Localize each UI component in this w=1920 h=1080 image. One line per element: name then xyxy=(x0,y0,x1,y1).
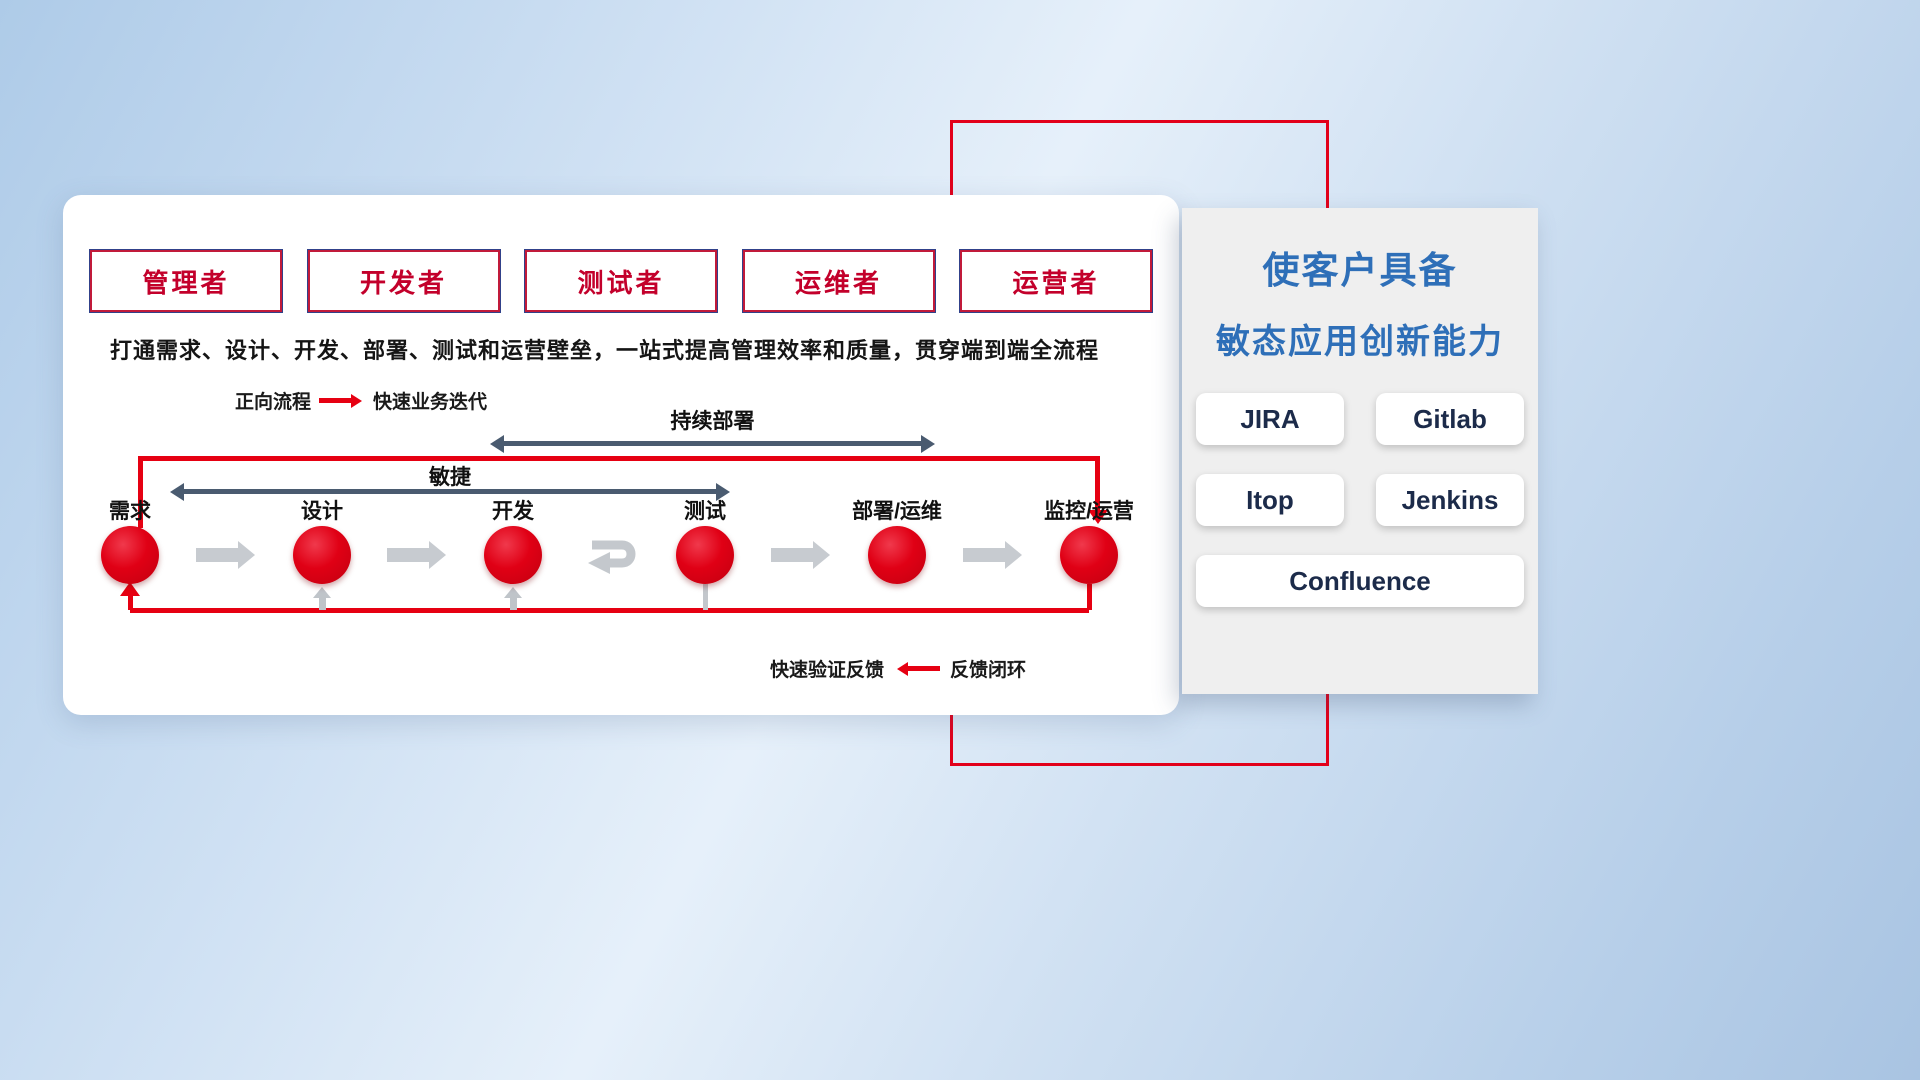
agile-arrow-icon xyxy=(184,489,716,494)
feedback-loop-right-stub xyxy=(1087,584,1092,610)
role-row: 管理者 开发者 测试者 运维者 运营者 xyxy=(89,249,1153,313)
feedback-up-arrow-icon xyxy=(319,598,326,610)
step-node-deploy-ops xyxy=(868,526,926,584)
feedback-loop-right-drop xyxy=(1095,456,1100,511)
devops-process-card: 管理者 开发者 测试者 运维者 运营者 打通需求、设计、开发、部署、测试和运营壁… xyxy=(63,195,1179,715)
tool-grid: JIRA Gitlab Itop Jenkins Confluence xyxy=(1196,393,1524,607)
step-label-requirements: 需求 xyxy=(109,500,151,523)
testing-feedback-connector xyxy=(703,584,708,610)
feedback-loop-left-riser xyxy=(138,456,143,528)
feedback-loop-top-line xyxy=(140,456,1098,461)
iteration-loop-icon xyxy=(576,533,642,582)
flow-arrow-icon xyxy=(196,548,238,562)
role-box-manager: 管理者 xyxy=(89,249,283,313)
step-node-testing xyxy=(676,526,734,584)
continuous-deploy-arrow-icon xyxy=(504,441,921,446)
flow-arrow-icon xyxy=(771,548,813,562)
role-label-manager: 管理者 xyxy=(142,267,230,298)
step-label-testing: 测试 xyxy=(684,500,726,523)
continuous-deploy-label: 持续部署 xyxy=(670,410,755,433)
agile-label: 敏捷 xyxy=(429,466,471,489)
step-node-monitor-ops xyxy=(1060,526,1118,584)
panel-title-line2: 敏态应用创新能力 xyxy=(1216,323,1504,361)
loop-arrowhead-down-icon xyxy=(1088,510,1108,524)
feedback-up-arrowhead-icon xyxy=(313,587,331,598)
role-box-tester: 测试者 xyxy=(524,249,718,313)
feedback-loop-left-stub xyxy=(128,595,133,610)
card-subtitle: 打通需求、设计、开发、部署、测试和运营壁垒，一站式提高管理效率和质量，贯穿端到端… xyxy=(110,338,1100,363)
step-label-monitor-ops: 监控/运营 xyxy=(1044,500,1134,523)
step-node-development xyxy=(484,526,542,584)
tool-chip-gitlab: Gitlab xyxy=(1376,393,1524,445)
feedback-legend-value: 反馈闭环 xyxy=(950,660,1027,681)
tool-chip-jenkins: Jenkins xyxy=(1376,474,1524,526)
step-label-deploy-ops: 部署/运维 xyxy=(852,500,942,523)
role-box-developer: 开发者 xyxy=(306,249,501,313)
step-node-design xyxy=(293,526,351,584)
feedback-arrow-icon xyxy=(908,666,941,671)
role-label-tester: 测试者 xyxy=(577,267,665,298)
capability-panel: 使客户具备 敏态应用创新能力 JIRA Gitlab Itop Jenkins … xyxy=(1182,208,1538,694)
forward-arrow-icon xyxy=(319,398,352,403)
feedback-up-arrow-icon xyxy=(510,598,517,610)
role-box-operations: 运维者 xyxy=(741,249,936,313)
flow-arrow-icon xyxy=(387,548,429,562)
forward-flow-value: 快速业务迭代 xyxy=(373,392,488,413)
tool-chip-itop: Itop xyxy=(1196,474,1344,526)
tool-chip-confluence: Confluence xyxy=(1196,555,1524,607)
feedback-loop-bottom-line xyxy=(130,608,1089,613)
feedback-legend: 快速验证反馈 反馈闭环 xyxy=(770,655,1026,682)
step-label-development: 开发 xyxy=(492,500,534,523)
loop-arrowhead-up-icon xyxy=(120,582,140,596)
forward-flow-legend: 正向流程 快速业务迭代 xyxy=(235,387,487,414)
role-label-business-ops: 运营者 xyxy=(1012,267,1100,298)
role-label-operations: 运维者 xyxy=(794,267,882,298)
role-box-business-ops: 运营者 xyxy=(959,249,1153,313)
step-label-design: 设计 xyxy=(301,500,343,523)
step-node-requirements xyxy=(101,526,159,584)
flow-arrow-icon xyxy=(963,548,1005,562)
role-label-developer: 开发者 xyxy=(359,267,447,298)
feedback-legend-label: 快速验证反馈 xyxy=(770,660,885,681)
feedback-up-arrowhead-icon xyxy=(504,587,522,598)
tool-chip-jira: JIRA xyxy=(1196,393,1344,445)
forward-flow-label: 正向流程 xyxy=(235,392,312,413)
panel-title-line1: 使客户具备 xyxy=(1262,250,1458,291)
